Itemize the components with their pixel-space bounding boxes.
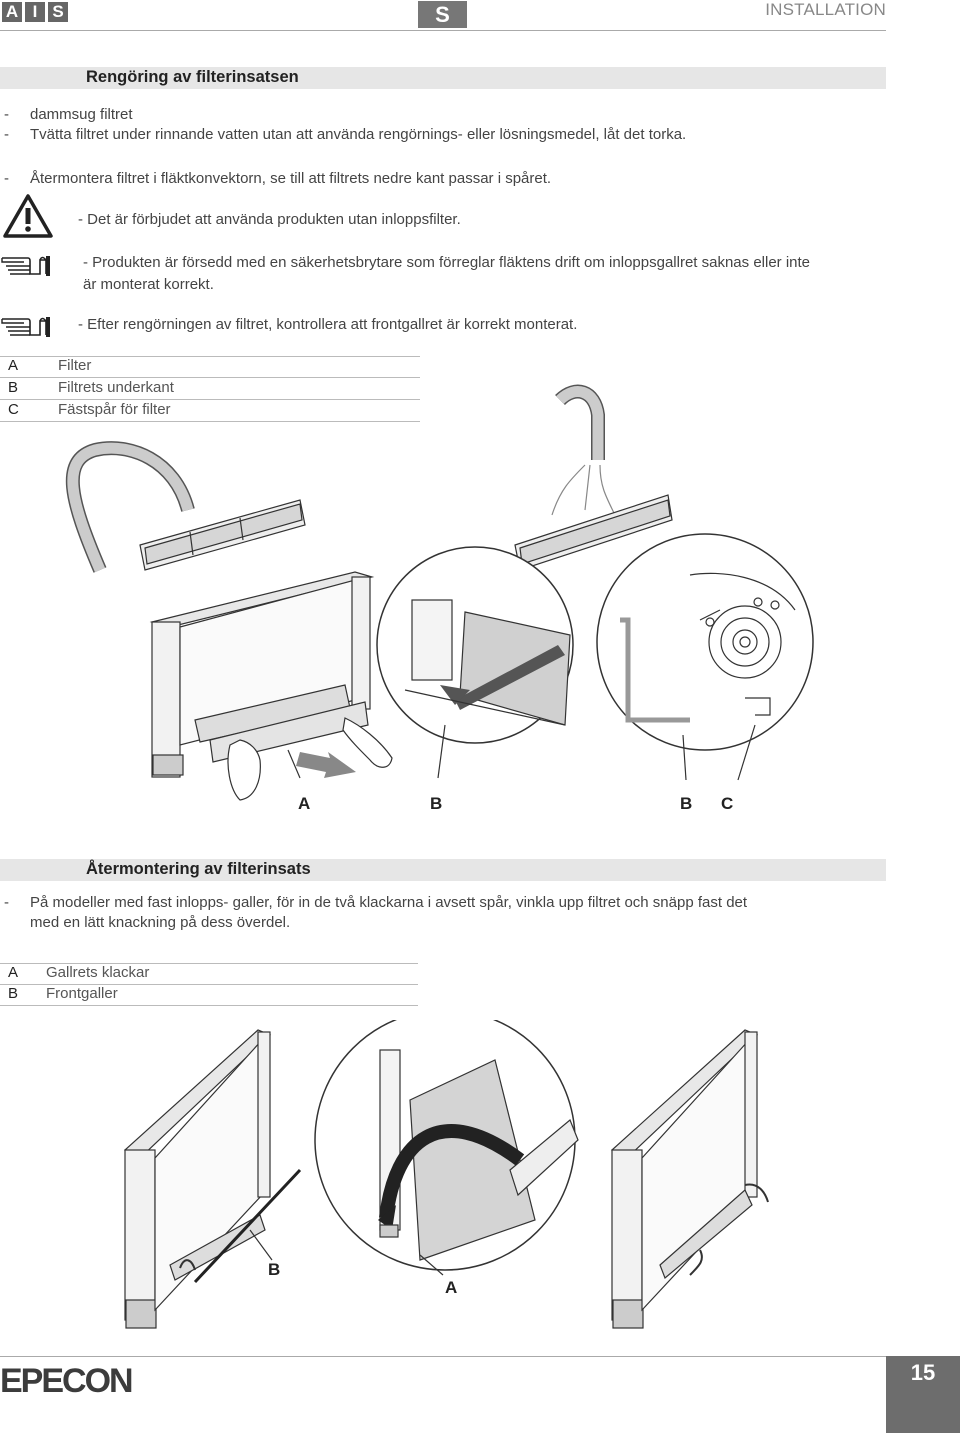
section2-step-line2: med en lätt knackning på dess överdel. [30, 914, 291, 931]
figure-label: B [430, 794, 443, 813]
logo-letter-s: S [48, 2, 68, 22]
section2-title: Återmontering av filterinsats [86, 860, 311, 878]
legend-value: Filtrets underkant [58, 379, 174, 396]
legend-key: B [8, 985, 19, 1002]
figure-label: A [298, 794, 311, 813]
legend-value: Gallrets klackar [46, 964, 150, 981]
logo-letter-i: I [25, 2, 45, 22]
note1-line2: är monterat korrekt. [83, 276, 214, 293]
footer-divider [0, 1356, 886, 1357]
section2-step-line1: På modeller med fast inlopps- galler, fö… [30, 894, 748, 911]
note2-text: - Efter rengörningen av filtret, kontrol… [78, 316, 578, 333]
bullet-dash: - [4, 106, 9, 123]
legend-key: A [8, 964, 19, 981]
pointing-hand-icon [1, 256, 50, 276]
legend-key: A [8, 357, 19, 374]
bullet-dash: - [4, 894, 9, 911]
legend-key: C [8, 401, 19, 418]
section1-heading-bar: Rengöring av filterinsatsen [0, 67, 886, 89]
bullet-dash: - [4, 126, 9, 143]
warning-text: - Det är förbjudet att använda produkten… [78, 211, 461, 228]
note1-line1: - Produkten är försedd med en säkerhetsb… [83, 254, 811, 271]
page-number: 15 [886, 1356, 960, 1433]
cleaning-illustration [65, 384, 814, 801]
step-2: Tvätta filtret under rinnande vatten uta… [30, 126, 687, 143]
warning-icon [3, 194, 53, 238]
figure-label: B [680, 794, 693, 813]
step-3: Återmontera filtret i fläktkonvektorn, s… [30, 170, 552, 187]
legend-row: B Frontgaller [0, 984, 418, 1006]
reassembly-illustration [123, 1020, 769, 1329]
step-1: dammsug filtret [30, 106, 133, 123]
legend-value: Frontgaller [46, 985, 118, 1002]
legend-value: Filter [58, 357, 92, 374]
header-divider [0, 30, 886, 31]
legend-row: A Filter [0, 356, 420, 378]
figure-label: B [268, 1260, 281, 1279]
pointing-hand-icon [1, 317, 50, 337]
legend-row: A Gallrets klackar [0, 963, 418, 985]
section2-heading-bar: Återmontering av filterinsats [0, 859, 886, 881]
legend-value: Fästspår för filter [58, 401, 171, 418]
brand-logo: EPECON [0, 1362, 134, 1400]
figure-label: A [445, 1278, 458, 1297]
section-header: INSTALLATION [765, 0, 886, 19]
bullet-dash: - [4, 170, 9, 187]
section1-title: Rengöring av filterinsatsen [86, 68, 299, 86]
legend-key: B [8, 379, 19, 396]
figure-label: C [721, 794, 734, 813]
language-badge: S [418, 1, 467, 28]
legend-top-rule [0, 963, 418, 964]
legend-row: C Fästspår för filter [0, 400, 420, 422]
legend-top-rule [0, 356, 420, 357]
legend-row: B Filtrets underkant [0, 378, 420, 400]
logo-letter-a: A [2, 2, 22, 22]
